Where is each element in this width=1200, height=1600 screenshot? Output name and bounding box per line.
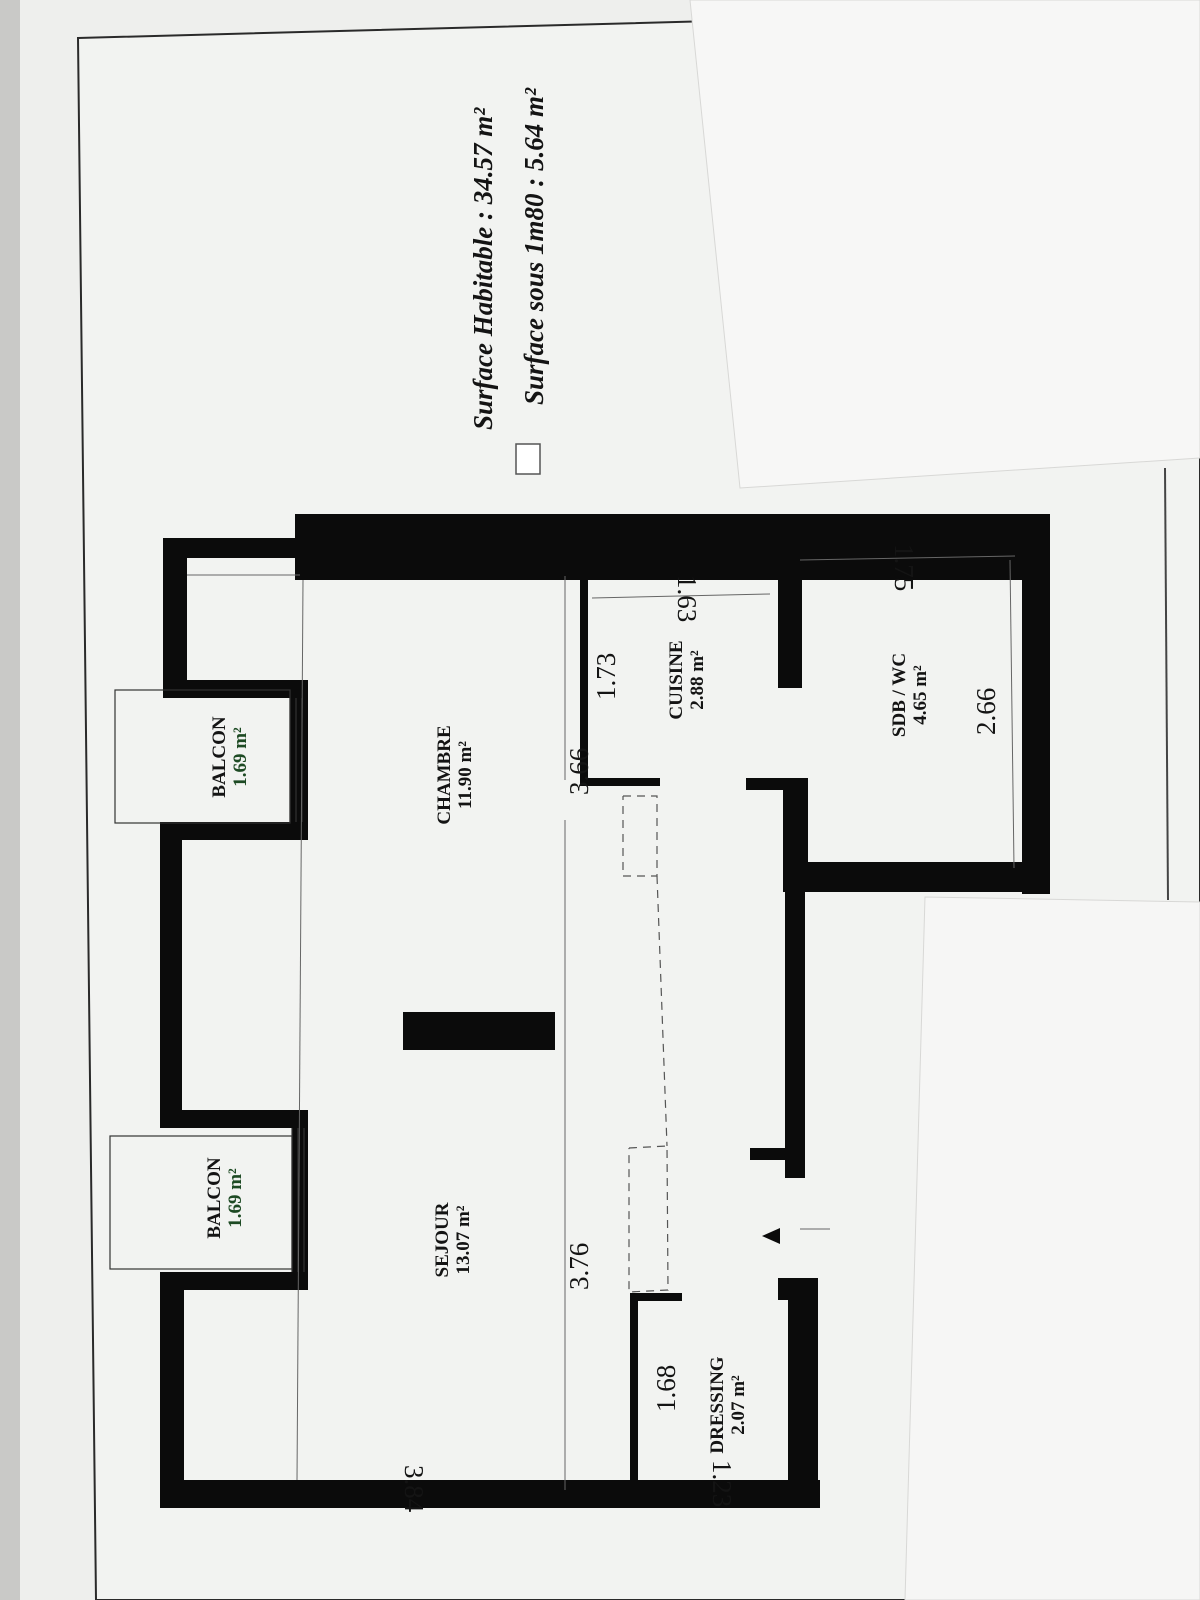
legend-swatch [515, 443, 541, 475]
entrance-arrow [762, 1228, 780, 1244]
balcon-top-outline [114, 689, 291, 824]
dimension-123: 1.23 [707, 1460, 737, 1507]
dimension-384: 3.84 [399, 1465, 429, 1513]
room-area: 11.90 m² [455, 741, 476, 809]
room-area: 2.07 m² [728, 1375, 749, 1435]
room-labels: BALCON 1.69 m² BALCON 1.69 m² CHAMBRE 11… [204, 640, 931, 1453]
room-balcon-bottom: BALCON 1.69 m² [204, 1157, 246, 1239]
room-sdb: SDB / WC 4.65 m² [889, 653, 931, 737]
room-name: BALCON [204, 1157, 225, 1239]
walls [160, 514, 1050, 1508]
guide-lines [187, 555, 1016, 1490]
room-name: CUISINE [666, 640, 687, 719]
overlapping-sheet-top [689, 0, 1200, 489]
central-column [403, 1012, 555, 1050]
surface-summary: Surface Habitable : 34.57 m² Surface sou… [468, 87, 549, 475]
dimension-labels: 3.66 3.76 1.73 1.68 2.66 3.84 1.63 1.75 … [399, 544, 1001, 1513]
room-name: CHAMBRE [434, 725, 455, 824]
room-dressing: DRESSING 2.07 m² [707, 1356, 749, 1453]
dashed-outlines [622, 795, 669, 1293]
room-sejour: SEJOUR 13.07 m² [432, 1202, 474, 1277]
balcon-bottom-outline [109, 1135, 293, 1270]
dimension-366: 3.66 [564, 748, 594, 795]
room-area: 13.07 m² [453, 1205, 474, 1274]
dimension-168: 1.68 [651, 1365, 681, 1412]
room-cuisine: CUISINE 2.88 m² [666, 640, 708, 719]
dimension-175: 1.75 [889, 544, 919, 591]
dimension-266: 2.66 [971, 688, 1001, 735]
room-name: SEJOUR [432, 1202, 453, 1277]
room-name: BALCON [209, 716, 230, 798]
room-name: DRESSING [707, 1356, 728, 1453]
room-chambre: CHAMBRE 11.90 m² [434, 725, 476, 824]
room-area: 1.69 m² [230, 727, 251, 787]
dimension-173: 1.73 [591, 653, 621, 700]
room-area: 1.69 m² [225, 1168, 246, 1228]
surface-sous-text: Surface sous 1m80 : 5.64 m² [519, 87, 549, 405]
dimension-163: 1.63 [672, 575, 702, 622]
dimension-376: 3.76 [564, 1243, 594, 1290]
room-area: 4.65 m² [910, 665, 931, 725]
overlapping-sheet-bottom [904, 896, 1200, 1600]
page-divider-line [1164, 467, 1169, 901]
room-area: 2.88 m² [687, 650, 708, 710]
room-name: SDB / WC [889, 653, 910, 737]
room-balcon-top: BALCON 1.69 m² [209, 716, 251, 798]
surface-habitable-text: Surface Habitable : 34.57 m² [468, 107, 498, 430]
